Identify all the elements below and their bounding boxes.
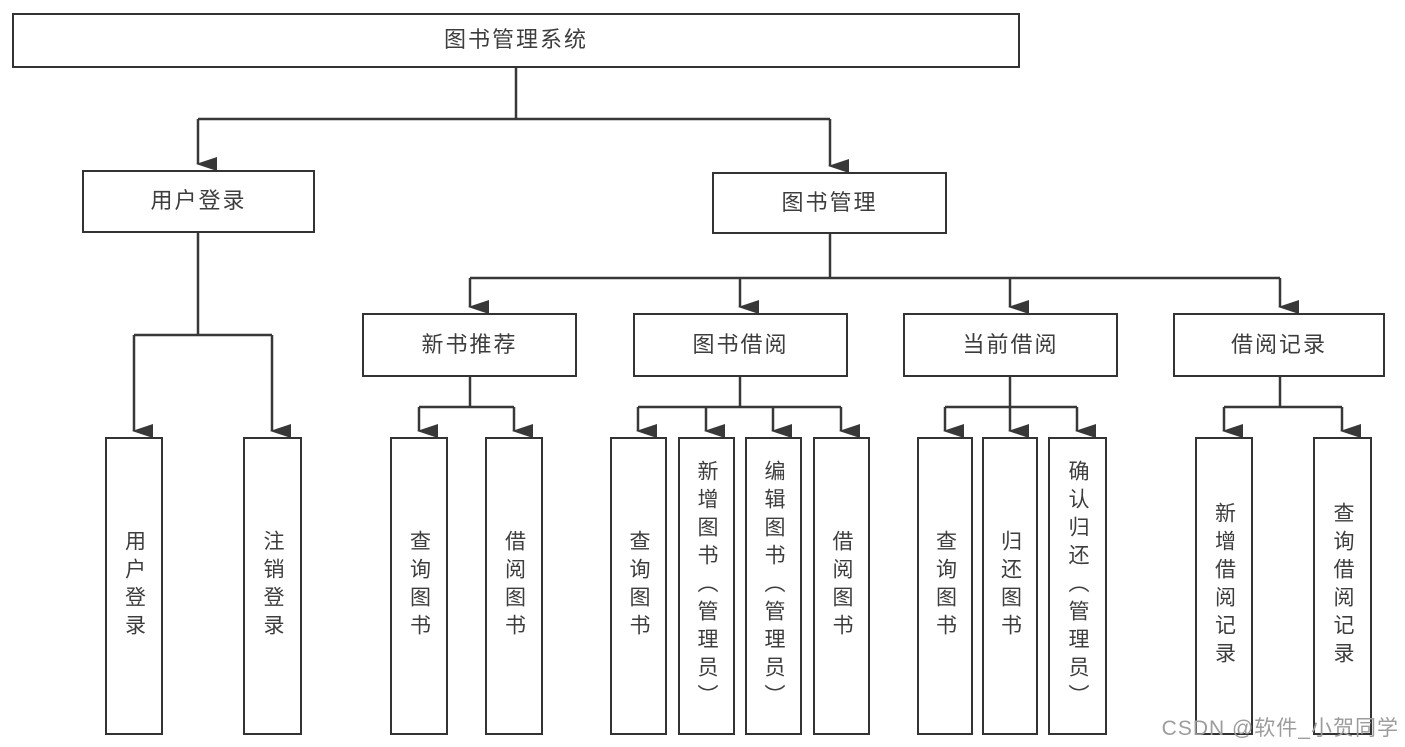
node-borrow-records: 借阅记录	[1173, 313, 1385, 377]
leaf-current-confirm-return-admin: 确认归还（管理员）	[1048, 437, 1107, 735]
node-new-book-recommend: 新书推荐	[362, 313, 577, 377]
leaf-newbooks-query-books: 查询图书	[390, 437, 448, 735]
node-current-borrowing: 当前借阅	[903, 313, 1118, 377]
node-library-system: 图书管理系统	[12, 13, 1020, 68]
leaf-records-query-record: 查询借阅记录	[1313, 437, 1372, 735]
leaf-current-query-books: 查询图书	[917, 437, 973, 735]
node-book-management: 图书管理	[712, 172, 947, 234]
leaf-logout: 注销登录	[243, 437, 302, 735]
csdn-watermark: CSDN @软件_小贺同学	[1161, 717, 1399, 740]
leaf-user-login: 用户登录	[105, 437, 163, 735]
node-book-borrowing: 图书借阅	[633, 313, 848, 377]
leaf-borrowing-borrow-books: 借阅图书	[813, 437, 870, 735]
leaf-borrowing-add-books-admin: 新增图书（管理员）	[678, 437, 735, 735]
leaf-records-add-record: 新增借阅记录	[1195, 437, 1253, 735]
leaf-newbooks-borrow-books: 借阅图书	[485, 437, 543, 735]
leaf-current-return-books: 归还图书	[982, 437, 1038, 735]
leaf-borrowing-edit-books-admin: 编辑图书（管理员）	[745, 437, 802, 735]
node-user-login: 用户登录	[82, 170, 315, 233]
leaf-borrowing-query-books: 查询图书	[610, 437, 667, 735]
